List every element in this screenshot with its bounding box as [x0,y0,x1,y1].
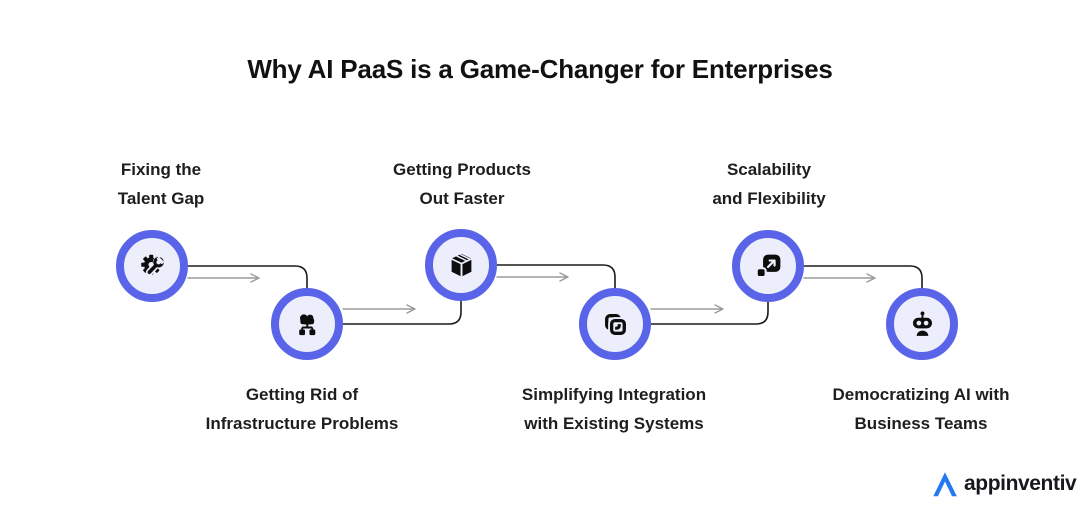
label-line: Talent Gap [117,189,205,208]
label-fixing-talent-gap: Fixing the Talent Gap [21,155,301,213]
node-integration [579,288,651,360]
label-line: Out Faster [419,189,505,208]
page-title: Why AI PaaS is a Game-Changer for Enterp… [247,54,833,84]
cloud-network-icon [298,313,315,335]
label-line: Democratizing AI with [832,385,1010,404]
label-line: Getting Rid of [245,385,359,404]
label-line: Fixing the [120,160,202,179]
arrow-3-icon [496,272,569,282]
label-infrastructure: Getting Rid of Infrastructure Problems [162,380,442,438]
package-icon [450,252,472,277]
label-scalability: Scalability and Flexibility [629,155,909,213]
robot-icon [912,310,932,336]
appinventiv-logo-icon [933,472,957,497]
node-fixing-talent-gap [116,230,188,302]
label-line: Simplifying Integration [521,385,707,404]
node-products-faster [425,229,497,301]
label-line: Infrastructure Problems [205,414,399,433]
connector-1-2 [187,265,308,289]
node-infrastructure [271,288,343,360]
connector-4-5 [650,301,769,325]
node-scalability [732,230,804,302]
scale-expand-icon [755,254,780,278]
label-line: Scalability [726,160,812,179]
integration-icon [604,313,628,337]
label-line: Business Teams [854,414,988,433]
label-democratizing-ai: Democratizing AI with Business Teams [781,380,1061,438]
gear-wrench-icon [140,254,164,276]
label-line: Getting Products [393,160,531,179]
arrow-1-icon [187,273,260,283]
label-products-faster: Getting Products Out Faster [322,155,602,213]
connector-3-4 [496,264,616,289]
arrow-5-icon [803,273,876,283]
node-democratizing-ai [886,288,958,360]
label-line: with Existing Systems [524,414,704,433]
connector-2-3 [342,300,462,325]
brand-logo-text: appinventiv [964,472,1077,495]
arrow-2-icon [342,304,416,314]
connector-5-6 [803,265,923,289]
label-integration: Simplifying Integration with Existing Sy… [474,380,754,438]
brand-logo: appinventiv [931,468,1077,500]
arrow-4-icon [650,304,724,314]
label-line: and Flexibility [712,189,826,208]
